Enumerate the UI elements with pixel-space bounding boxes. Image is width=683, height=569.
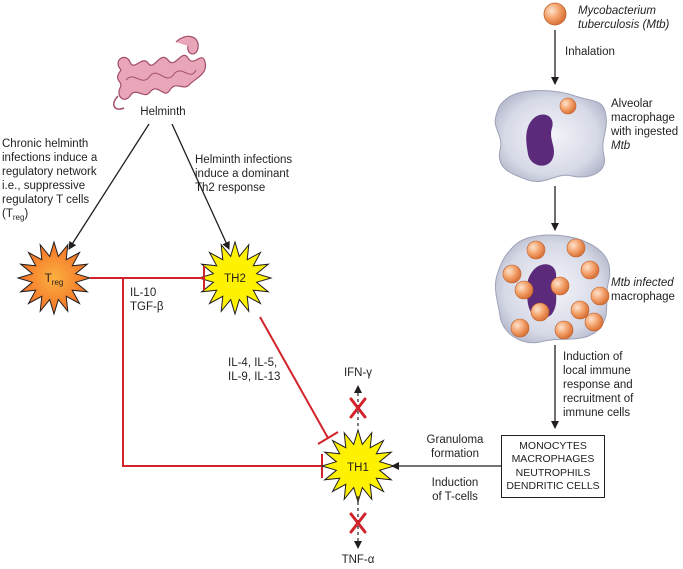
svg-text:of T-cells: of T-cells (432, 491, 478, 503)
ingested-bacteria (502, 238, 610, 340)
ifn-gamma-label: IFN-γ (344, 367, 372, 379)
svg-text:Granuloma: Granuloma (427, 434, 484, 446)
tnf-alpha-blocked-icon (349, 512, 367, 534)
bacterium-icon (554, 320, 574, 340)
svg-text:macrophage: macrophage (611, 291, 675, 303)
helminth-worm-icon (113, 35, 207, 110)
svg-text:(Treg): (Treg) (2, 208, 28, 222)
svg-text:IL-4, IL-5,: IL-4, IL-5, (228, 357, 277, 369)
svg-text:local immune: local immune (563, 365, 631, 377)
th2-inhibits-th1 (259, 316, 339, 445)
bacterium-icon (526, 240, 546, 260)
svg-text:immune cells: immune cells (563, 407, 630, 419)
svg-text:Mtb: Mtb (611, 140, 631, 152)
induction-t-cells-text: Induction of T-cells (432, 477, 479, 503)
svg-text:regulatory network: regulatory network (2, 166, 97, 178)
helminth-label: Helminth (140, 106, 185, 118)
treg-inhibits-th2 (90, 266, 205, 290)
tnf-alpha-label: TNF-α (342, 554, 375, 566)
inhalation-label: Inhalation (565, 46, 615, 58)
svg-text:with ingested: with ingested (610, 126, 678, 138)
bacterium-icon (514, 280, 534, 300)
induction-local-text: Induction of local immune response and r… (563, 351, 634, 419)
svg-text:Th2 response: Th2 response (195, 182, 265, 194)
immune-cell-neutrophils: NEUTROPHILS (515, 466, 591, 479)
alveolar-macrophage-text: Alveolar macrophage with ingested Mtb (610, 98, 678, 152)
th2-cytokines: IL-4, IL-5, IL-9, IL-13 (228, 357, 280, 383)
treg-label: Treg (45, 273, 64, 287)
treg-cell-star (16, 240, 92, 316)
ifn-gamma-blocked-icon (349, 397, 367, 419)
helminth-to-treg-arrow (68, 123, 150, 250)
svg-text:IL-10: IL-10 (130, 287, 156, 299)
helminth-to-th2-arrow (171, 123, 230, 250)
th2-response-text: Helminth infections induce a dominant Th… (195, 154, 292, 194)
mtb-bacterium-icon (543, 2, 567, 26)
immune-cell-dendritic: DENDRITIC CELLS (506, 480, 600, 492)
granuloma-text: Granuloma formation (427, 434, 484, 460)
bacterium-icon (580, 260, 600, 280)
bacterium-icon (502, 264, 522, 284)
bacterium-icon (570, 300, 590, 320)
svg-text:IL-9, IL-13: IL-9, IL-13 (228, 371, 280, 383)
svg-text:recruitment of: recruitment of (563, 393, 634, 405)
mtb-name: Mycobacterium tuberculosis (Mtb) (578, 5, 670, 31)
svg-text:formation: formation (431, 448, 479, 460)
alveolar-macrophage-icon (494, 90, 607, 182)
svg-text:regulatory T cells: regulatory T cells (2, 194, 89, 206)
bacterium-icon (590, 286, 610, 306)
bacterium-icon (510, 318, 530, 338)
bacterium-icon (584, 312, 604, 332)
svg-text:TGF-β: TGF-β (130, 301, 164, 313)
svg-text:infections induce a: infections induce a (2, 152, 98, 164)
svg-text:response and: response and (563, 379, 633, 391)
svg-text:Alveolar: Alveolar (611, 98, 653, 110)
treg-cytokines: IL-10 TGF-β (130, 287, 164, 313)
infected-macrophage-text: Mtb infected macrophage (611, 277, 675, 303)
th1-label: TH1 (347, 462, 369, 474)
th2-cell-star (197, 240, 273, 316)
svg-text:Helminth infections: Helminth infections (195, 154, 292, 166)
svg-text:Induction of: Induction of (563, 351, 623, 363)
bacterium-icon (550, 276, 570, 296)
svg-text:macrophage: macrophage (611, 112, 675, 124)
svg-text:induce a dominant: induce a dominant (195, 168, 290, 180)
immune-cell-monocytes: MONOCYTES (519, 439, 587, 452)
bacterium-icon (566, 238, 586, 258)
svg-text:Induction: Induction (432, 477, 479, 489)
th2-label: TH2 (224, 273, 246, 285)
svg-text:Mtb infected: Mtb infected (611, 277, 674, 289)
svg-text:i.e., suppressive: i.e., suppressive (2, 180, 85, 192)
svg-text:Mycobacterium: Mycobacterium (578, 5, 656, 17)
chronic-helminth-text: Chronic helminth infections induce a reg… (2, 138, 98, 222)
immune-cell-macrophages: MACROPHAGES (511, 453, 595, 465)
svg-text:tuberculosis (Mtb): tuberculosis (Mtb) (578, 19, 670, 31)
immune-cells-box: MONOCYTES MACROPHAGES NEUTROPHILS DENDRI… (501, 435, 605, 498)
bacterium-icon (530, 302, 550, 322)
svg-text:Chronic helminth: Chronic helminth (2, 138, 88, 150)
